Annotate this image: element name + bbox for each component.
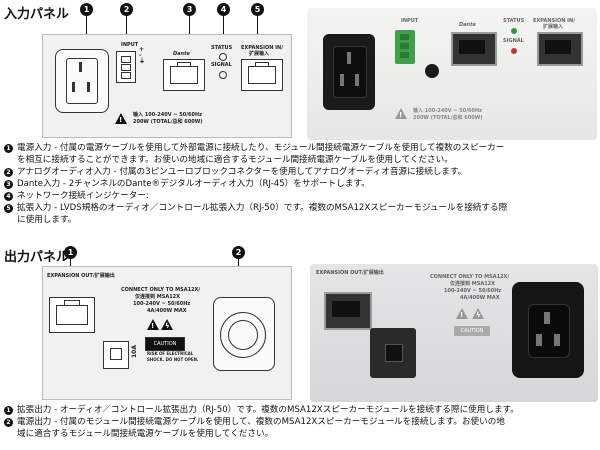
expansion-out-label: EXPANSION OUT/扩展输出 (47, 273, 115, 279)
status-label: STATUS (211, 45, 233, 51)
photo-signal-led (511, 48, 517, 54)
output-power-rating-1: 100-240V ~ 50/60Hz (133, 301, 191, 307)
photo-expansion-in-label: EXPANSION IN/ (533, 18, 576, 24)
connect-only-label-cn: 仅连接到 MSA12X (135, 294, 181, 300)
connect-only-label: CONNECT ONLY TO MSA12X/ (121, 287, 201, 293)
photo-expansion-in-port (537, 32, 583, 66)
photo-power-inlet (323, 34, 375, 110)
power-outlet[interactable] (213, 297, 275, 371)
expansion-in-label: EXPANSION IN/ (241, 45, 284, 51)
output-power-rating-2: 4A/400W MAX (147, 308, 187, 314)
output-panel-photo: EXPANSION OUT/扩展输出 CONNECT ONLY TO MSA12… (310, 264, 598, 402)
photo-status-label: STATUS (503, 18, 525, 24)
photo-expansion-out-port (324, 292, 372, 330)
output-callout-1: 1 (64, 246, 77, 259)
photo-expansion-in-label-cn: 扩展输入 (543, 24, 564, 30)
photo-fuse-holder (370, 328, 416, 378)
expansion-out-port[interactable] (49, 297, 95, 333)
signal-led (219, 71, 227, 79)
photo-dante-port (451, 32, 497, 66)
euroblock-connector[interactable] (116, 51, 136, 83)
photo-expansion-out-label: EXPANSION OUT/扩展输出 (316, 270, 384, 276)
input-desc-5-cont: に使用します。 (17, 215, 77, 225)
input-panel-drawing: INPUT +-⏚ Dante STATUS SIGNAL EXPANSION … (42, 34, 292, 138)
output-warning-icon-2: ϟ (161, 319, 174, 331)
photo-power-rating-1: 输入 100-240V ~ 50/60Hz (413, 108, 483, 114)
status-led (219, 53, 227, 61)
photo-connect-only-label-cn: 仅连接到 MSA12X (450, 281, 496, 287)
power-rating-1: 输入 100-240V ~ 50/60Hz (133, 112, 203, 118)
signal-label: SIGNAL (211, 62, 232, 68)
caution-text-1: RISK OF ELECTRICAL (147, 351, 194, 356)
output-warning-icon: ! (147, 319, 160, 331)
photo-connect-only-label: CONNECT ONLY TO MSA12X/ (430, 274, 510, 280)
callout-4: 4 (217, 3, 230, 16)
caution-text-2: SHOCK. DO NOT OPEN. (147, 357, 199, 362)
fuse-rating: 10A (131, 345, 138, 358)
photo-output-power-2: 4A/400W MAX (460, 295, 500, 301)
input-desc-1-cont: を相互に接続することができます。お使いの地域に適合するモジュール間接続電源ケーブ… (17, 155, 453, 165)
photo-warning-icon: ! (395, 108, 408, 120)
callout-1: 1 (80, 3, 93, 16)
output-callout-2: 2 (232, 246, 245, 259)
input-panel-photo: INPUT Dante STATUS SIGNAL EXPANSION IN/ … (307, 8, 597, 140)
caution-label: CAUTION (145, 337, 185, 351)
photo-power-rating-2: 200W (TOTAL/总和 600W) (413, 115, 483, 121)
expansion-in-port[interactable] (241, 59, 283, 91)
callout-3: 3 (183, 3, 196, 16)
output-desc-2-cont: 域に適合するモジュール間接続電源ケーブルを使用してください。 (17, 429, 274, 439)
dante-label: Dante (173, 51, 190, 57)
photo-warning-icon-3: ϟ (472, 308, 485, 320)
output-panel-drawing: EXPANSION OUT/扩展输出 CONNECT ONLY TO MSA12… (42, 266, 292, 400)
photo-status-led (511, 28, 517, 34)
fuse-holder[interactable] (103, 341, 129, 369)
photo-input-label: INPUT (401, 18, 419, 24)
photo-power-outlet (512, 282, 584, 378)
expansion-in-label-cn: 扩展输入 (249, 51, 270, 57)
photo-signal-label: SIGNAL (503, 38, 524, 44)
photo-warning-icon-2: ! (456, 308, 469, 320)
photo-dante-label: Dante (459, 22, 476, 28)
input-panel-title: 入力パネル (4, 7, 70, 22)
photo-euroblock (395, 30, 415, 64)
callout-5: 5 (251, 3, 264, 16)
photo-knob (425, 64, 439, 78)
power-rating-2: 200W (TOTAL/总和 600W) (133, 119, 203, 125)
photo-output-power-1: 100-240V ~ 50/60Hz (444, 288, 502, 294)
power-inlet (55, 49, 109, 113)
warning-icon: ! (115, 113, 128, 125)
callout-2: 2 (120, 3, 133, 16)
pin-diagram-icon: +-⏚ (139, 46, 146, 65)
output-panel-title: 出力パネル (4, 250, 70, 265)
input-label: INPUT (121, 42, 139, 48)
dante-port[interactable] (163, 59, 205, 91)
photo-caution-label: CAUTION (454, 326, 490, 336)
